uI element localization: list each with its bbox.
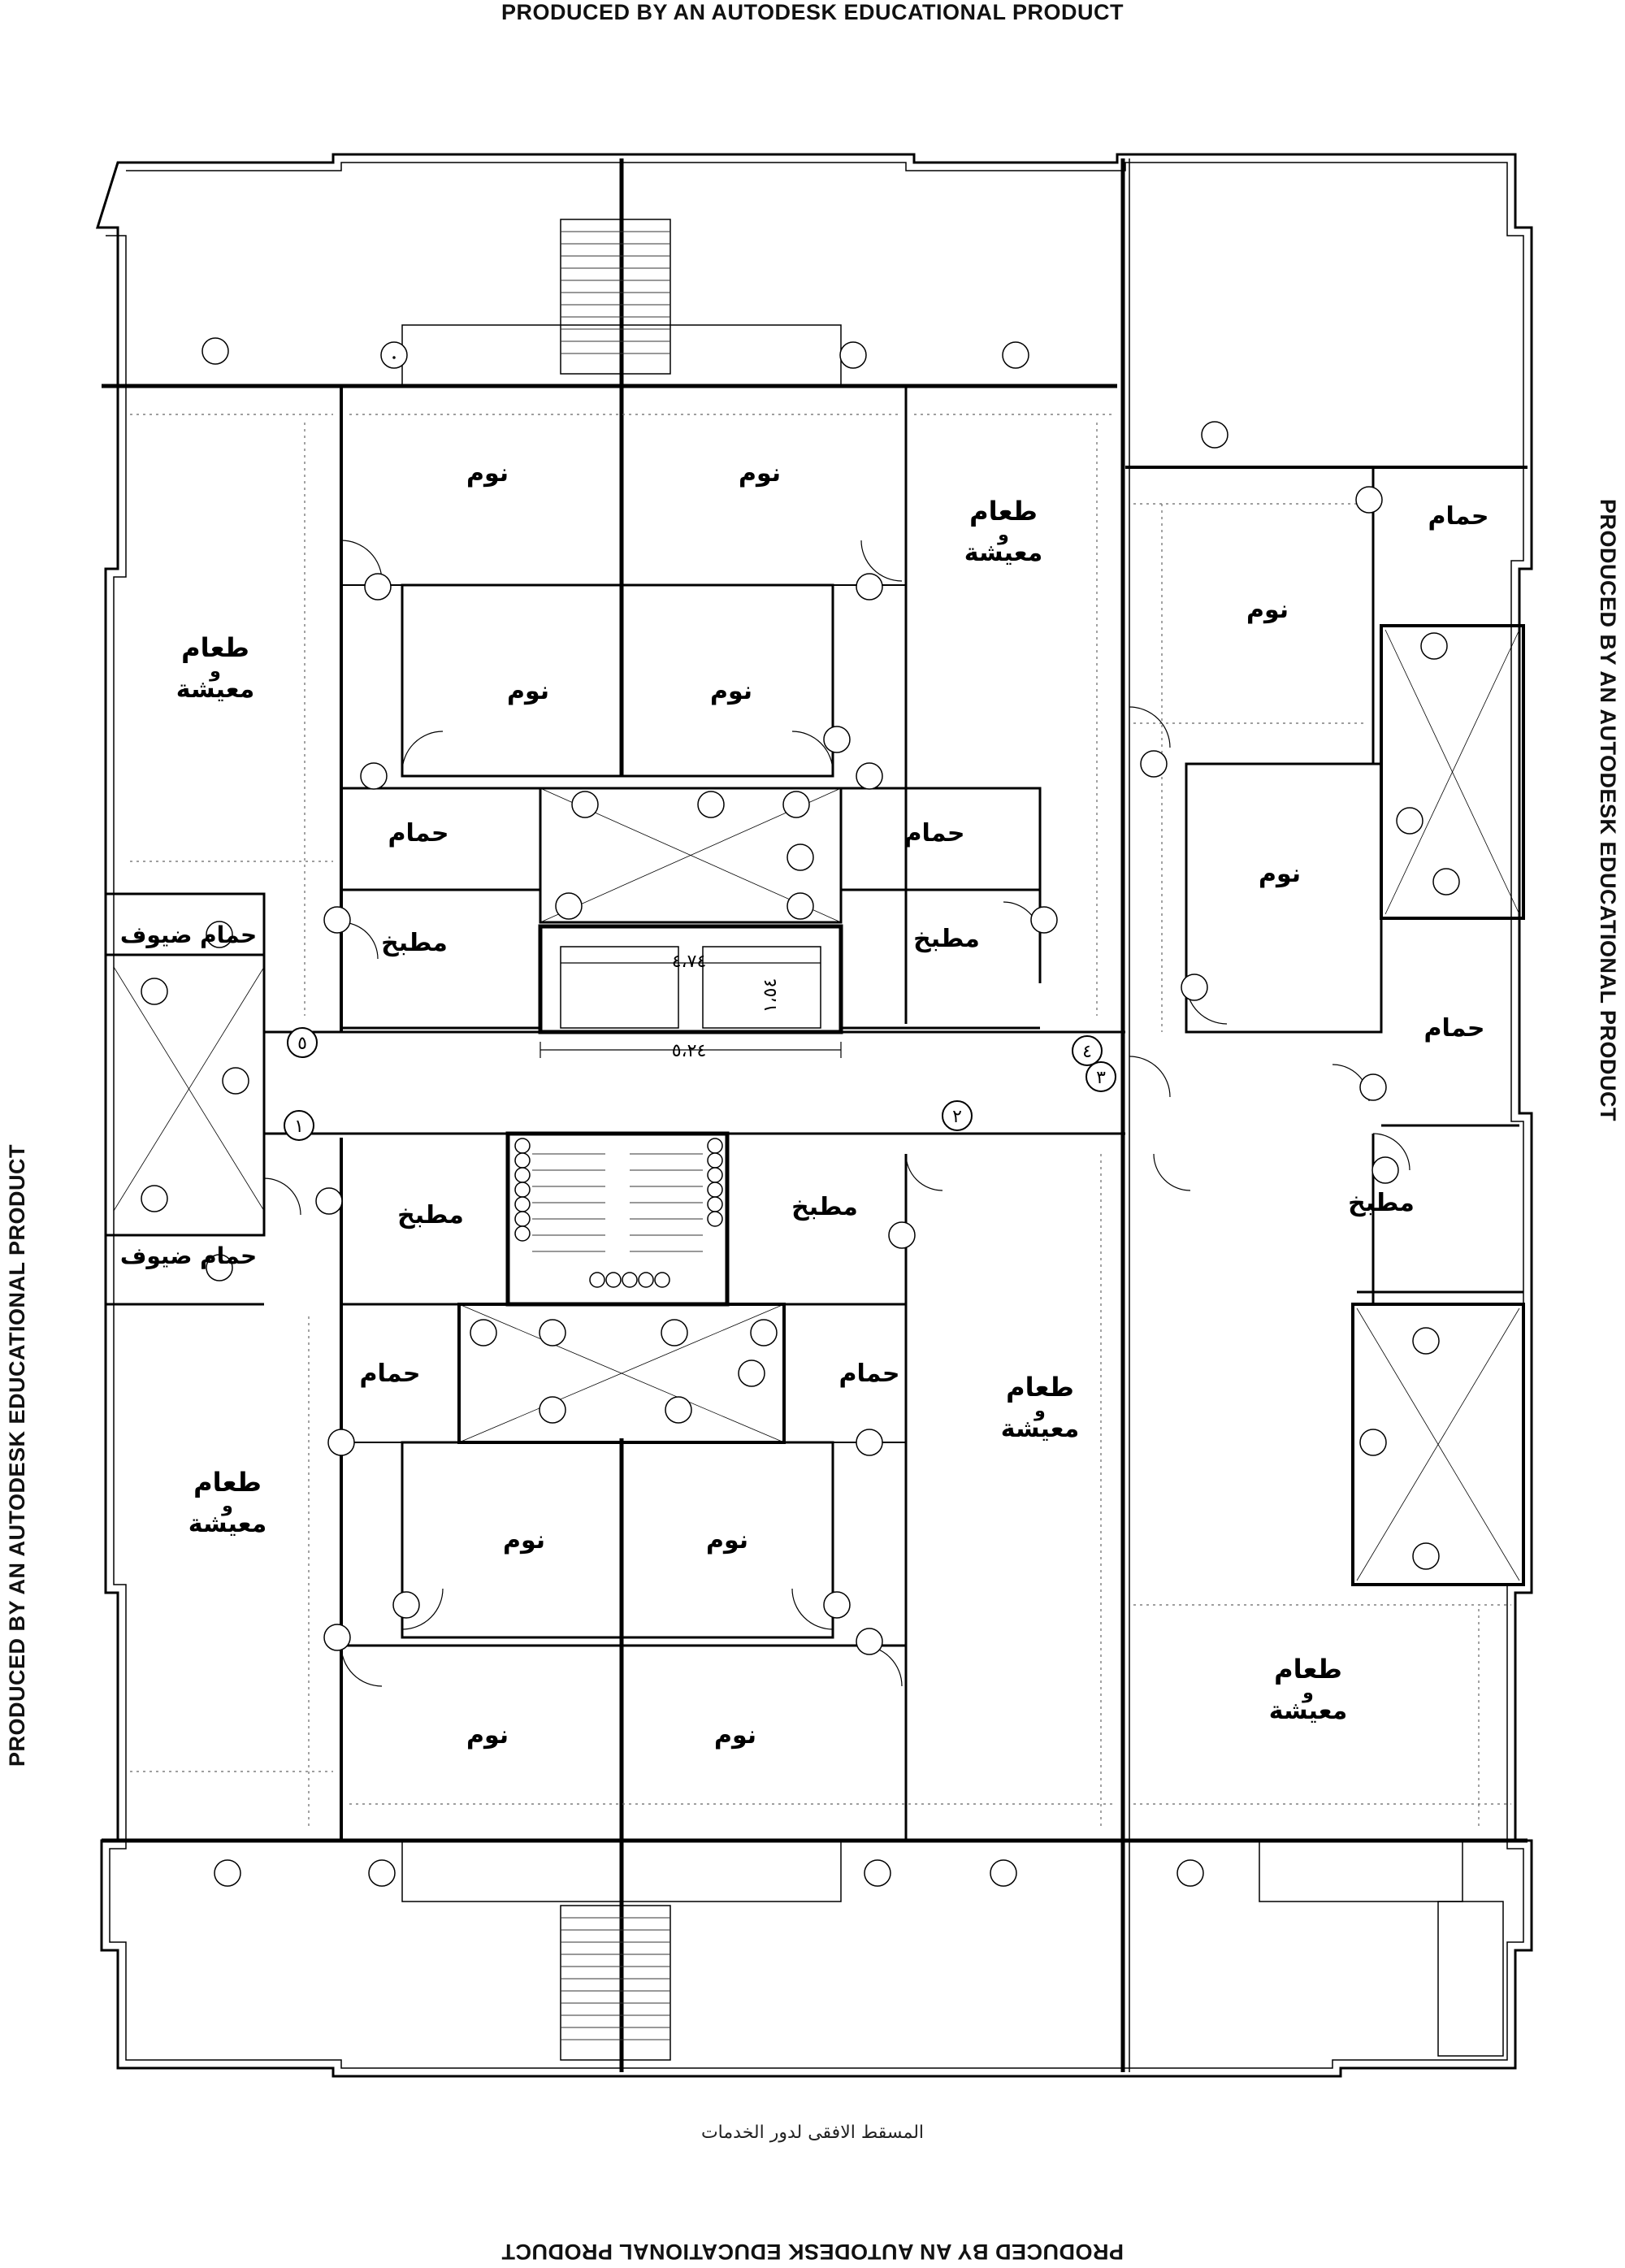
room-dining-3-living: معيشة [1001, 1415, 1079, 1443]
axis-label-4: ٤ [1082, 1042, 1092, 1062]
watermark-top: PRODUCED BY AN AUTODESK EDUCATIONAL PROD… [500, 0, 1124, 24]
room-dining-4-and: و [221, 1496, 233, 1516]
room-kitchen-5: مطبخ [1348, 1189, 1415, 1217]
room-dining-2-top: طعام [181, 632, 249, 663]
elevator-dim: ١،٥٤ [760, 978, 781, 1013]
plan-caption: المسقط الافقى لدور الخدمات [700, 2123, 925, 2143]
room-guest-bath-1: حمام ضيوف [120, 922, 257, 948]
room-dining-4-top: طعام [193, 1467, 262, 1498]
room-bath-6: حمام [839, 1359, 900, 1388]
lobby-dimension [540, 962, 842, 1058]
axis-label-5: ٥ [297, 1034, 307, 1054]
axis-label-1: ١ [294, 1117, 304, 1137]
axis-label-3: ٣ [1096, 1068, 1106, 1088]
room-dining-5-and: و [1302, 1683, 1314, 1703]
room-dining-4-living: معيشة [188, 1510, 266, 1538]
room-bedroom-4: نوم [710, 677, 752, 705]
room-kitchen-2: مطبخ [913, 925, 980, 953]
room-bedroom-9: نوم [466, 1721, 509, 1750]
dimension-lines [130, 414, 1511, 1828]
room-bedroom-2: نوم [739, 459, 781, 488]
stair-numbers [514, 1138, 723, 1288]
door-swings [263, 540, 1410, 1687]
room-bedroom-6: نوم [1259, 860, 1301, 888]
room-dining-5-top: طعام [1274, 1654, 1342, 1685]
room-guest-bath-2: حمام ضيوف [120, 1242, 257, 1269]
room-bath-4: حمام [1424, 1014, 1485, 1043]
room-bath-3: حمام [1428, 502, 1489, 531]
room-bedroom-1: نوم [466, 459, 509, 488]
room-labels: نوم نوم نوم نوم نوم نوم نوم نوم نوم نوم … [120, 459, 1489, 1750]
room-dining-1-top: طعام [969, 496, 1038, 527]
dimension-texts: ٤،٧٤ ٥،٢٤ ١،٥٤ [672, 952, 781, 1061]
room-bedroom-8: نوم [706, 1526, 748, 1555]
stair-treads [532, 231, 703, 2040]
room-bedroom-7: نوم [503, 1526, 545, 1555]
room-dining-2-living: معيشة [176, 675, 254, 704]
room-dining-5-living: معيشة [1269, 1697, 1347, 1725]
room-dining-3-top: طعام [1006, 1372, 1074, 1403]
room-dining-2-and: و [209, 661, 221, 682]
room-kitchen-3: مطبخ [397, 1201, 464, 1229]
room-dining-3-and: و [1034, 1401, 1046, 1421]
lobby-width-dim: ٥،٢٤ [672, 1041, 707, 1061]
axis-label-2: ٢ [952, 1107, 962, 1127]
room-bath-5: حمام [360, 1359, 421, 1388]
room-bedroom-5: نوم [1246, 596, 1289, 624]
room-dining-1-living: معيشة [964, 539, 1042, 567]
room-bedroom-3: نوم [507, 677, 549, 705]
room-dining-1-and: و [997, 525, 1009, 545]
room-bath-1: حمام [388, 819, 449, 848]
fixture-tags [141, 337, 1460, 1887]
axis-numbers: ١ ٢ ٣ ٤ ٥ [294, 1034, 1106, 1137]
axis-bubbles [284, 1027, 1116, 1141]
room-kitchen-4: مطبخ [791, 1193, 858, 1221]
room-kitchen-1: مطبخ [381, 929, 448, 957]
room-bedroom-10: نوم [714, 1721, 756, 1750]
room-bath-2: حمام [904, 819, 965, 848]
outer-walls [95, 153, 1533, 2078]
stair-width-dim: ٤،٧٤ [672, 952, 707, 972]
